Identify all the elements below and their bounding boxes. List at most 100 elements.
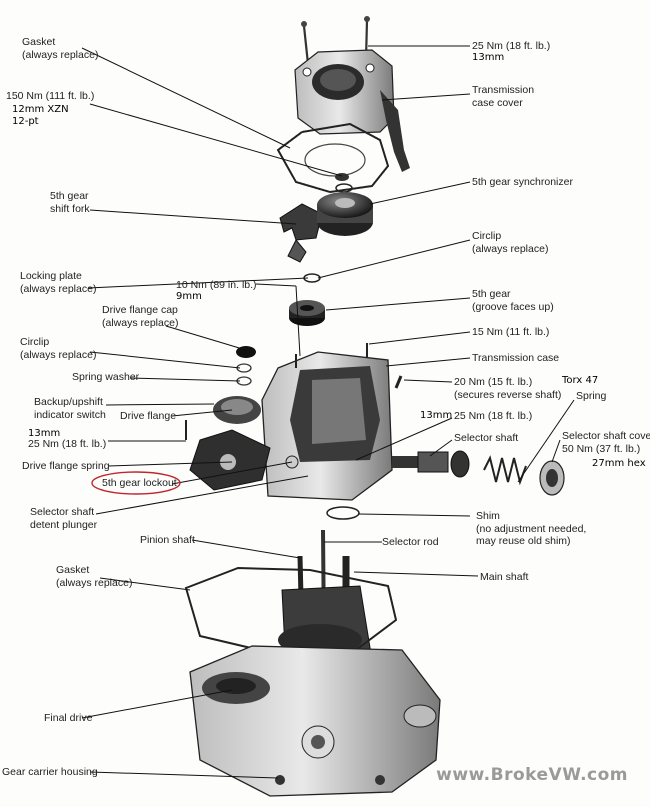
label-text: Locking plate — [20, 270, 82, 282]
label-text: detent plunger — [30, 518, 98, 531]
label-text: (always replace) — [102, 316, 179, 329]
label-text: Circlip — [20, 336, 50, 348]
label-text: (always replace) — [20, 282, 97, 295]
label-text: Transmission — [472, 84, 535, 96]
label-trans-case: Transmission case — [472, 352, 559, 365]
note-text: 12mm XZN — [12, 104, 69, 115]
label-plug-torque: 25 Nm (18 ft. lb.) — [454, 410, 532, 423]
gear-carrier-housing-part — [189, 645, 441, 797]
note-cover-hex: 27mm hex — [592, 458, 646, 470]
label-text: Gasket — [56, 564, 90, 576]
label-gasket-mid: Gasket (always replace) — [56, 564, 132, 589]
note-lock-socket: 9mm — [176, 291, 202, 303]
label-circlip-top: Circlip (always replace) — [472, 230, 548, 255]
label-text: (always replace) — [472, 242, 549, 255]
label-text: Main shaft — [480, 571, 529, 583]
label-text: (always replace) — [20, 348, 97, 361]
label-text: Spring — [576, 390, 607, 402]
label-circlip-left: Circlip (always replace) — [20, 336, 96, 361]
case-cover-part — [294, 16, 410, 172]
label-text: shift fork — [50, 202, 90, 215]
label-text: Transmission case — [472, 352, 560, 364]
selector-shaft-part — [392, 450, 565, 496]
label-text: (groove faces up) — [472, 300, 554, 313]
note-text: 13mm — [472, 52, 505, 63]
note-text: 27mm hex — [592, 458, 646, 469]
label-drive-flange: Drive flange — [120, 410, 176, 423]
label-text: 50 Nm (37 ft. lb.) — [562, 442, 641, 455]
label-text: 25 Nm (18 ft. lb.) — [28, 438, 107, 450]
note-nut-tool: 12mm XZN 12-pt — [12, 104, 69, 127]
transmission-case-part — [261, 343, 393, 501]
label-text: 150 Nm (111 ft. lb.) — [6, 90, 95, 102]
label-text: 5th gear lockout — [102, 477, 177, 489]
label-text: indicator switch — [34, 408, 106, 421]
lockout-highlight-circle — [91, 471, 181, 495]
note-text: Torx 47 — [562, 375, 599, 386]
label-flange-cap: Drive flange cap (always replace) — [102, 304, 178, 329]
note-left-socket: 13mm — [28, 428, 60, 440]
note-text: 12-pt — [12, 115, 39, 127]
label-spring: Spring — [576, 390, 606, 403]
gasket-mid-part — [184, 566, 398, 654]
gasket-top-part — [276, 122, 390, 194]
label-torx-torque: 20 Nm (15 ft. lb.) (secures reverse shaf… — [454, 376, 561, 401]
label-text: Final drive — [44, 712, 93, 724]
note-cover-socket: 13mm — [472, 52, 504, 64]
note-text: 13mm — [28, 428, 61, 439]
label-text: Gear carrier housing — [2, 766, 98, 778]
drive-flange-part — [189, 396, 299, 491]
label-locking-plate: Locking plate (always replace) — [20, 270, 96, 295]
label-selector-cover: Selector shaft cover 50 Nm (37 ft. lb.) — [562, 430, 650, 455]
note-torx-tool: Torx 47 — [562, 375, 598, 387]
label-fifth-gear: 5th gear (groove faces up) — [472, 288, 554, 313]
label-text: Selector shaft — [30, 506, 95, 518]
label-text: 5th gear — [472, 288, 511, 300]
label-gear-carrier: Gear carrier housing — [2, 766, 98, 779]
label-fifth-gear-lockout: 5th gear lockout — [102, 477, 177, 490]
label-text: Spring washer — [72, 371, 140, 383]
label-text: 15 Nm (11 ft. lb.) — [472, 326, 550, 338]
label-spring-washer: Spring washer — [72, 371, 139, 384]
label-text: (always replace) — [56, 576, 133, 589]
label-gasket-top: Gasket (always replace) — [22, 36, 98, 61]
label-text: Pinion shaft — [140, 534, 195, 546]
watermark: www.BrokeVW.com — [436, 765, 628, 785]
label-shift-fork: 5th gear shift fork — [50, 190, 90, 215]
label-case-cover: Transmission case cover — [472, 84, 534, 109]
label-text: 10 Nm (89 in. lb.) — [176, 279, 257, 291]
label-selector-rod: Selector rod — [382, 536, 439, 549]
label-text: (always replace) — [22, 48, 99, 61]
label-flange-spring: Drive flange spring — [22, 460, 110, 473]
leader-lines — [81, 45, 575, 779]
label-bolt15: 15 Nm (11 ft. lb.) — [472, 326, 549, 339]
label-text: Selector shaft — [454, 432, 519, 444]
label-text: (secures reverse shaft) — [454, 388, 562, 401]
label-text: 20 Nm (15 ft. lb.) — [454, 376, 533, 388]
label-text: Drive flange spring — [22, 460, 110, 472]
note-text: 13mm — [420, 410, 453, 421]
label-text: case cover — [472, 96, 523, 109]
label-selector-shaft: Selector shaft — [454, 432, 518, 445]
label-text: 25 Nm (18 ft. lb.) — [472, 40, 551, 52]
label-backup-switch: Backup/upshift indicator switch — [34, 396, 106, 421]
label-cover-torque: 25 Nm (18 ft. lb.) — [472, 40, 550, 53]
note-plug-socket: 13mm — [420, 410, 452, 422]
label-lock-torque: 10 Nm (89 in. lb.) — [176, 279, 257, 292]
label-main-shaft: Main shaft — [480, 571, 528, 584]
label-detent-plunger: Selector shaft detent plunger — [30, 506, 97, 531]
label-text: (no adjustment needed, — [476, 522, 587, 535]
note-text: 9mm — [176, 291, 202, 302]
label-text: Drive flange — [120, 410, 177, 422]
label-text: 5th gear synchronizer — [472, 176, 573, 188]
label-shim: Shim (no adjustment needed, may reuse ol… — [476, 510, 586, 548]
label-synchronizer: 5th gear synchronizer — [472, 176, 573, 189]
label-text: may reuse old shim) — [476, 535, 571, 547]
label-text: Selector rod — [382, 536, 439, 548]
label-text: Gasket — [22, 36, 56, 48]
label-text: 25 Nm (18 ft. lb.) — [454, 410, 533, 422]
label-left-torque: 25 Nm (18 ft. lb.) — [28, 438, 106, 451]
label-nut-torque: 150 Nm (111 ft. lb.) — [6, 90, 94, 103]
